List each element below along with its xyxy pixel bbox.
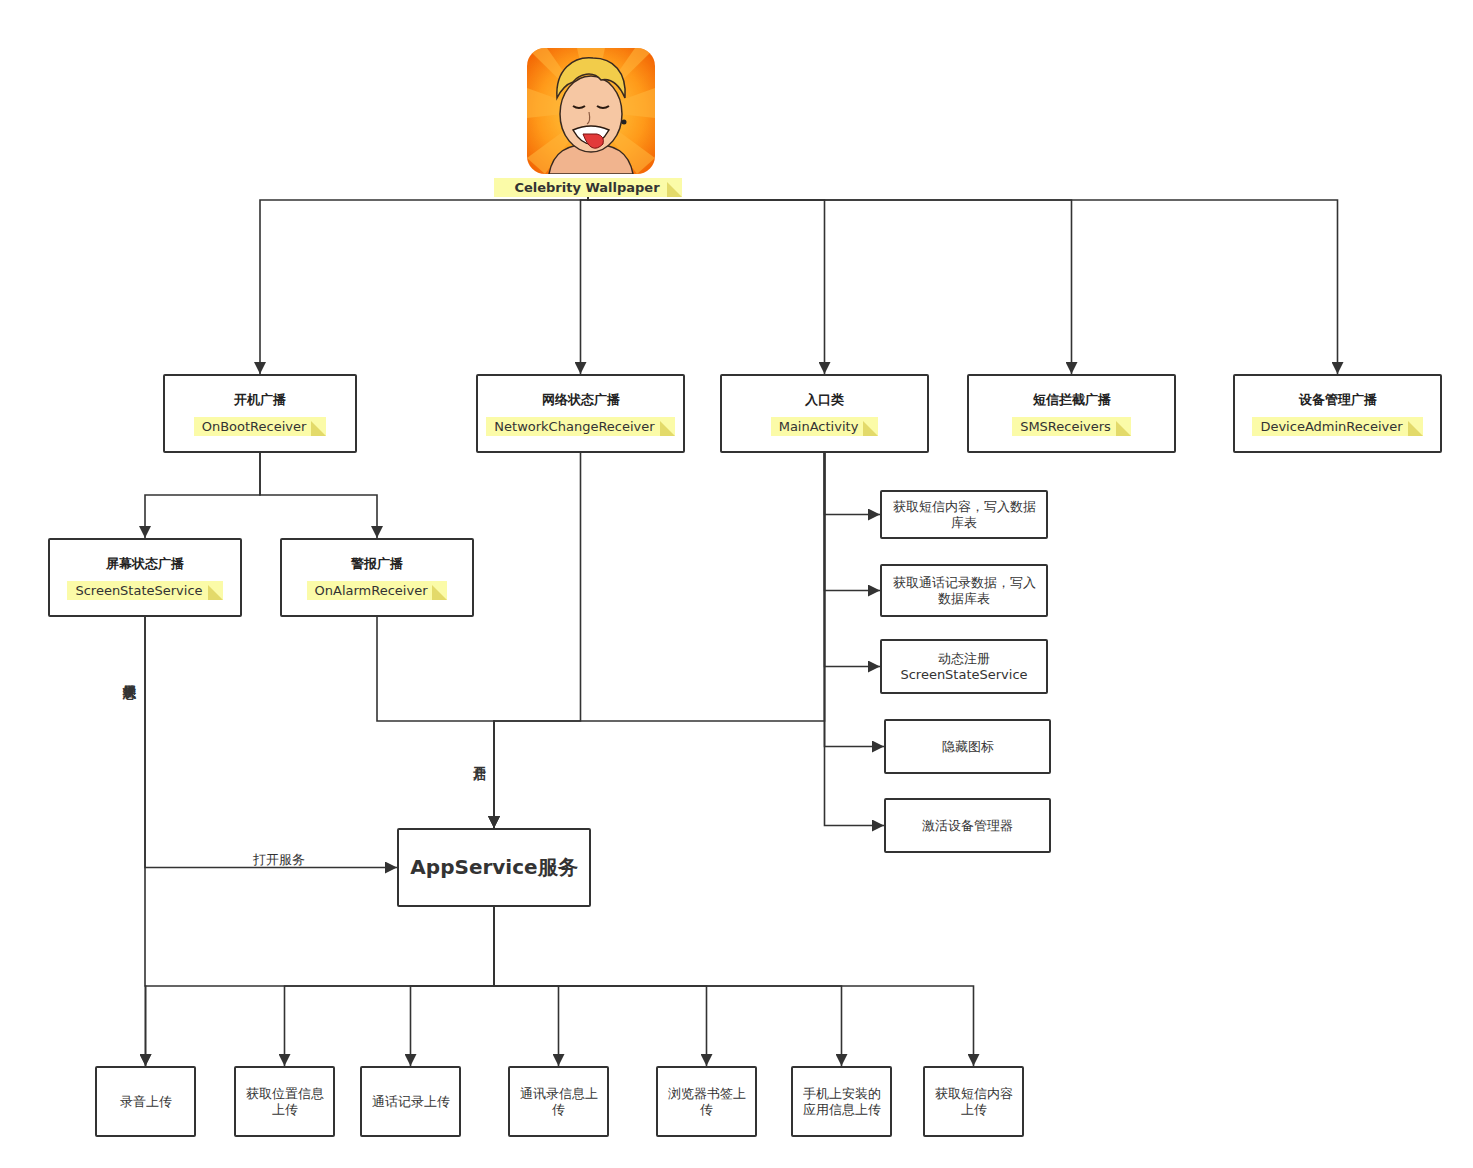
connector-arrow: [825, 453, 881, 591]
process-box: AppService服务: [397, 828, 591, 907]
box-text: 手机上安装的 应用信息上传: [793, 1086, 890, 1118]
process-box: 浏览器书签上 传: [656, 1066, 757, 1137]
box-text: 获取短信内容，写入数据 库表: [882, 499, 1046, 531]
process-box: 动态注册 ScreenStateService: [880, 639, 1048, 694]
box-heading: 屏幕状态广播: [106, 555, 184, 573]
box-text: 通话记录上传: [366, 1094, 456, 1110]
connector-arrow: [146, 907, 495, 1066]
process-box: 获取短信内容 上传: [923, 1066, 1024, 1137]
connector-arrow: [494, 907, 974, 1066]
process-box: 通讯录信息上 传: [508, 1066, 609, 1137]
class-name: OnAlarmReceiver: [307, 581, 448, 600]
class-name: SMSReceivers: [1012, 417, 1131, 436]
box-text: 获取短信内容 上传: [925, 1086, 1022, 1118]
connector-arrow: [285, 907, 495, 1066]
box-heading: 入口类: [805, 391, 844, 409]
process-box: 隐藏图标: [884, 719, 1051, 774]
box-heading: 设备管理广播: [1299, 391, 1377, 409]
process-box: 设备管理广播 DeviceAdminReceiver: [1233, 374, 1442, 453]
box-text: AppService服务: [410, 854, 577, 881]
connector-arrow: [145, 453, 260, 538]
connector-arrow: [581, 197, 589, 374]
class-name: ScreenStateService: [67, 581, 222, 600]
connector-arrow: [494, 907, 559, 1066]
box-heading: 网络状态广播: [542, 391, 620, 409]
process-box: 短信拦截广播 SMSReceivers: [967, 374, 1176, 453]
process-box: 获取位置信息 上传: [234, 1066, 335, 1137]
connector-arrow: [260, 453, 377, 538]
box-heading: 开机广播: [234, 391, 286, 409]
box-text: 获取通话记录数据，写入 数据库表: [882, 575, 1046, 607]
process-box: 警报广播 OnAlarmReceiver: [280, 538, 474, 617]
connector-arrow: [825, 453, 881, 667]
process-box: 屏幕状态广播 ScreenStateService: [48, 538, 242, 617]
box-text: 通讯录信息上 传: [510, 1086, 607, 1118]
box-text: 浏览器书签上 传: [658, 1086, 755, 1118]
process-box: 激活设备管理器: [884, 798, 1051, 853]
connector-arrow: [825, 453, 885, 747]
connector-arrow: [825, 453, 881, 515]
connector-arrow: [825, 453, 885, 826]
connector-arrow: [411, 907, 495, 1066]
edge-label: 打开服务: [253, 851, 305, 869]
process-box: 录音上传: [95, 1066, 196, 1137]
box-text: 激活设备管理器: [916, 818, 1019, 834]
connector-arrow: [260, 197, 588, 374]
process-box: 获取短信内容，写入数据 库表: [880, 490, 1048, 539]
class-name: DeviceAdminReceiver: [1252, 417, 1422, 436]
box-text: 动态注册 ScreenStateService: [882, 651, 1046, 683]
box-text: 录音上传: [114, 1094, 178, 1110]
connector-arrow: [494, 453, 581, 828]
connector-arrow: [588, 197, 825, 374]
process-box: 通话记录上传: [360, 1066, 461, 1137]
box-text: 获取位置信息 上传: [236, 1086, 333, 1118]
box-heading: 警报广播: [351, 555, 403, 573]
process-box: 网络状态广播 NetworkChangeReceiver: [476, 374, 685, 453]
connector-arrow: [494, 907, 842, 1066]
class-name: MainActivity: [771, 417, 879, 436]
connector-arrow: [588, 197, 1072, 374]
connector-arrow: [494, 907, 707, 1066]
connector-arrow: [588, 197, 1338, 374]
process-box: 手机上安装的 应用信息上传: [791, 1066, 892, 1137]
connector-arrow: [377, 617, 494, 828]
box-heading: 短信拦截广播: [1033, 391, 1111, 409]
connector-arrow: [145, 617, 397, 868]
connector-arrow: [494, 453, 825, 828]
app-icon: [527, 48, 655, 174]
class-name: NetworkChangeReceiver: [486, 417, 674, 436]
process-box: 开机广播 OnBootReceiver: [163, 374, 357, 453]
app-name: Celebrity Wallpaper: [494, 178, 681, 197]
process-box: 获取通话记录数据，写入 数据库表: [880, 564, 1048, 617]
connector-arrow: [144, 617, 146, 1066]
class-name: OnBootReceiver: [194, 417, 327, 436]
process-box: 入口类 MainActivity: [720, 374, 929, 453]
app-node: Celebrity Wallpaper: [497, 177, 679, 197]
box-text: 隐藏图标: [936, 739, 1000, 755]
